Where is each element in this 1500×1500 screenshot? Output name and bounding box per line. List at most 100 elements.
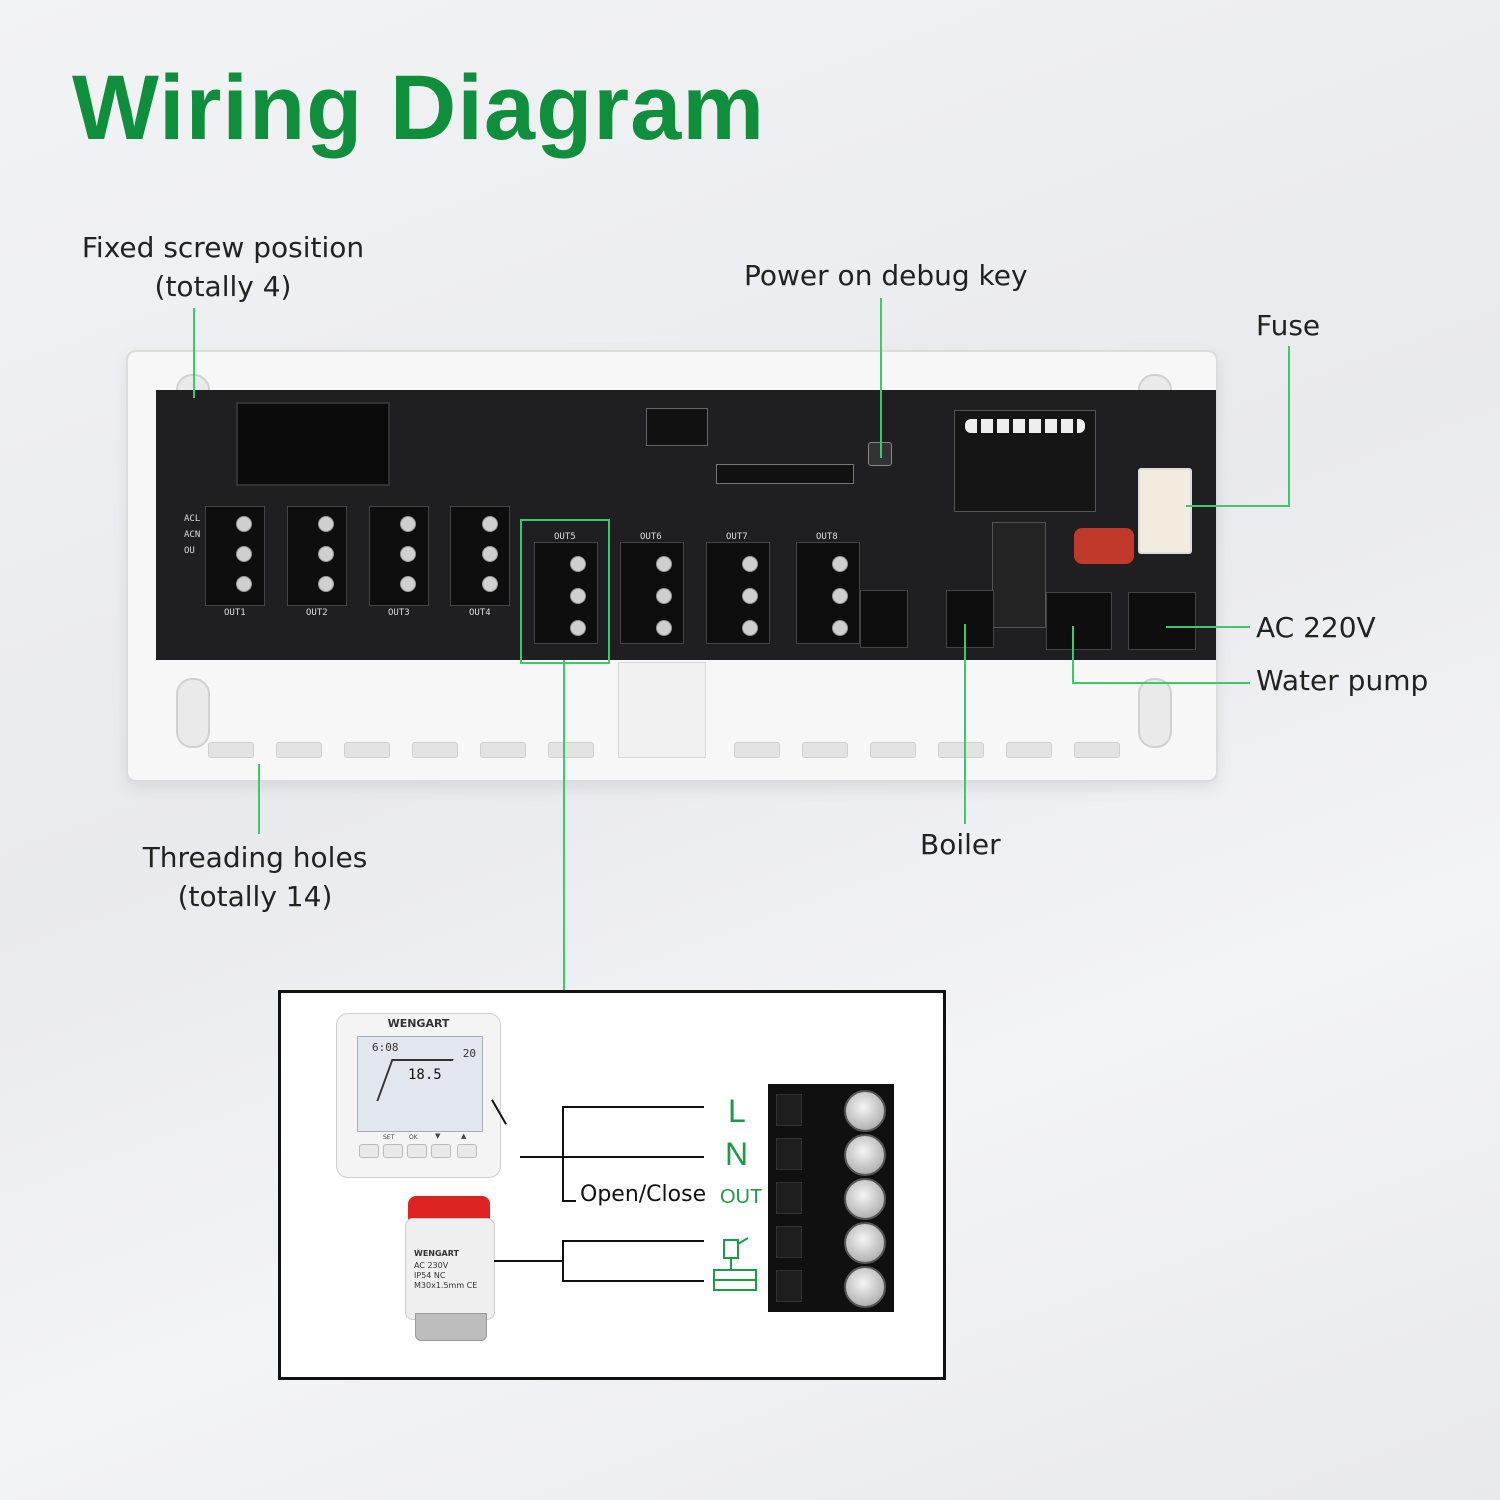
wire-open-close xyxy=(562,1200,576,1202)
threading-hole xyxy=(208,742,254,758)
terminal-screw xyxy=(742,588,758,604)
terminal-screw-icon xyxy=(844,1222,886,1264)
out2-label: OUT2 xyxy=(306,608,328,618)
bus-vertical-top xyxy=(562,1106,564,1202)
thermostat-down-button[interactable] xyxy=(431,1144,451,1158)
terminal-screw xyxy=(570,556,586,572)
terminal-screw xyxy=(570,620,586,636)
terminal-screw xyxy=(570,588,586,604)
fixed-screw-label: Fixed screw position (totally 4) xyxy=(80,228,366,306)
terminal-cell xyxy=(776,1182,802,1214)
boiler-callout-line xyxy=(964,624,966,824)
threading-holes-line1: Threading holes xyxy=(142,841,368,874)
house-icon xyxy=(376,1059,454,1101)
indicator-leds xyxy=(965,419,1085,433)
thermostat: WENGART 6:08 20 18.5 SET OK ▼ ▲ xyxy=(336,1013,501,1178)
threading-holes-label: Threading holes (totally 14) xyxy=(130,838,380,916)
out7-label: OUT7 xyxy=(726,532,748,542)
actuator-spec-2: IP54 NC xyxy=(414,1271,446,1280)
actuator-brand: WENGART xyxy=(414,1249,459,1258)
terminal-screw xyxy=(236,576,252,592)
thermostat-up-button[interactable] xyxy=(457,1144,477,1158)
thermostat-brand: WENGART xyxy=(387,1017,450,1030)
water-pump-label: Water pump xyxy=(1256,664,1429,697)
terminal-screw-icon xyxy=(844,1178,886,1220)
threading-hole xyxy=(412,742,458,758)
actuator-nut xyxy=(415,1313,487,1341)
threading-hole xyxy=(480,742,526,758)
terminal-cell xyxy=(776,1270,802,1302)
terminal-screw xyxy=(742,556,758,572)
actuator-spec-1: AC 230V xyxy=(414,1261,449,1270)
fixed-screw-label-line1: Fixed screw position xyxy=(81,231,365,264)
actuator-spec-3: M30x1.5mm CE xyxy=(414,1281,478,1290)
terminal-out8 xyxy=(796,542,860,644)
actuator-red-cap xyxy=(408,1196,490,1222)
terminal-out4 xyxy=(450,506,510,606)
thermostat-btn-set-label: SET xyxy=(383,1134,395,1141)
terminal-screw xyxy=(656,588,672,604)
thermostat-power-button[interactable] xyxy=(359,1144,379,1158)
mark-acn: ACN xyxy=(184,530,201,540)
actuator-wire-1 xyxy=(562,1240,704,1242)
terminal-screw xyxy=(832,588,848,604)
terminal-screw-icon xyxy=(844,1266,886,1308)
threading-hole xyxy=(870,742,916,758)
valve-icon xyxy=(710,1232,760,1294)
terminal-screw xyxy=(318,516,334,532)
fuse-label: Fuse xyxy=(1256,309,1321,342)
terminal-out3 xyxy=(369,506,429,606)
actuator-cable xyxy=(494,1260,564,1262)
led-strip xyxy=(716,464,854,484)
terminal-screw xyxy=(236,516,252,532)
thermostat-cable-h xyxy=(520,1156,564,1158)
boiler-label: Boiler xyxy=(920,828,1001,861)
fixed-screw-callout-line xyxy=(193,308,195,398)
center-clip xyxy=(618,662,706,758)
terminal-screw xyxy=(318,546,334,562)
debug-key-label: Power on debug key xyxy=(744,259,1028,292)
mark-ou: OU xyxy=(184,546,195,556)
thermostat-btn-up-label: ▲ xyxy=(461,1132,467,1140)
terminal-screw xyxy=(742,620,758,636)
thermostat-screen: 6:08 20 18.5 xyxy=(357,1036,483,1132)
ac220-label: AC 220V xyxy=(1256,611,1376,644)
page-title: Wiring Diagram xyxy=(72,57,766,159)
actuator-wire-2 xyxy=(562,1280,704,1282)
out3-label: OUT3 xyxy=(388,608,410,618)
terminal-screw xyxy=(236,546,252,562)
thermostat-set-button[interactable] xyxy=(383,1144,403,1158)
mark-acl: ACL xyxy=(184,514,201,524)
left-mark-block: ACL ACN OU xyxy=(168,500,204,600)
out4-label: OUT4 xyxy=(469,608,491,618)
terminal-cell xyxy=(776,1226,802,1258)
screw-slot-bottom-left xyxy=(176,678,210,748)
out5-to-detail-line xyxy=(563,660,565,990)
thermostat-btn-down-label: ▼ xyxy=(435,1132,441,1140)
out5-highlight xyxy=(520,519,610,664)
terminal-cell xyxy=(776,1138,802,1170)
terminal-out6 xyxy=(620,542,684,644)
status-panel xyxy=(954,410,1096,512)
threading-hole xyxy=(734,742,780,758)
terminal-screw xyxy=(400,546,416,562)
fuse-callout-line-vertical xyxy=(1288,346,1290,506)
terminal-out7 xyxy=(706,542,770,644)
threading-hole xyxy=(1006,742,1052,758)
threading-hole xyxy=(938,742,984,758)
threading-hole xyxy=(802,742,848,758)
wire-N-label: N xyxy=(725,1136,749,1172)
terminal-screw xyxy=(318,576,334,592)
terminal-screw xyxy=(482,516,498,532)
thermostat-ok-button[interactable] xyxy=(407,1144,427,1158)
wire-N xyxy=(562,1156,704,1158)
out5-label: OUT5 xyxy=(554,532,576,542)
capacitor xyxy=(1074,528,1134,564)
terminal-screw xyxy=(832,556,848,572)
threading-hole xyxy=(1074,742,1120,758)
bus-vertical-bottom xyxy=(562,1240,564,1282)
thermostat-time: 6:08 xyxy=(372,1041,399,1054)
threading-holes-callout-line xyxy=(258,764,260,834)
thermostat-set-temp: 20 xyxy=(462,1047,476,1060)
terminal-screw xyxy=(482,546,498,562)
